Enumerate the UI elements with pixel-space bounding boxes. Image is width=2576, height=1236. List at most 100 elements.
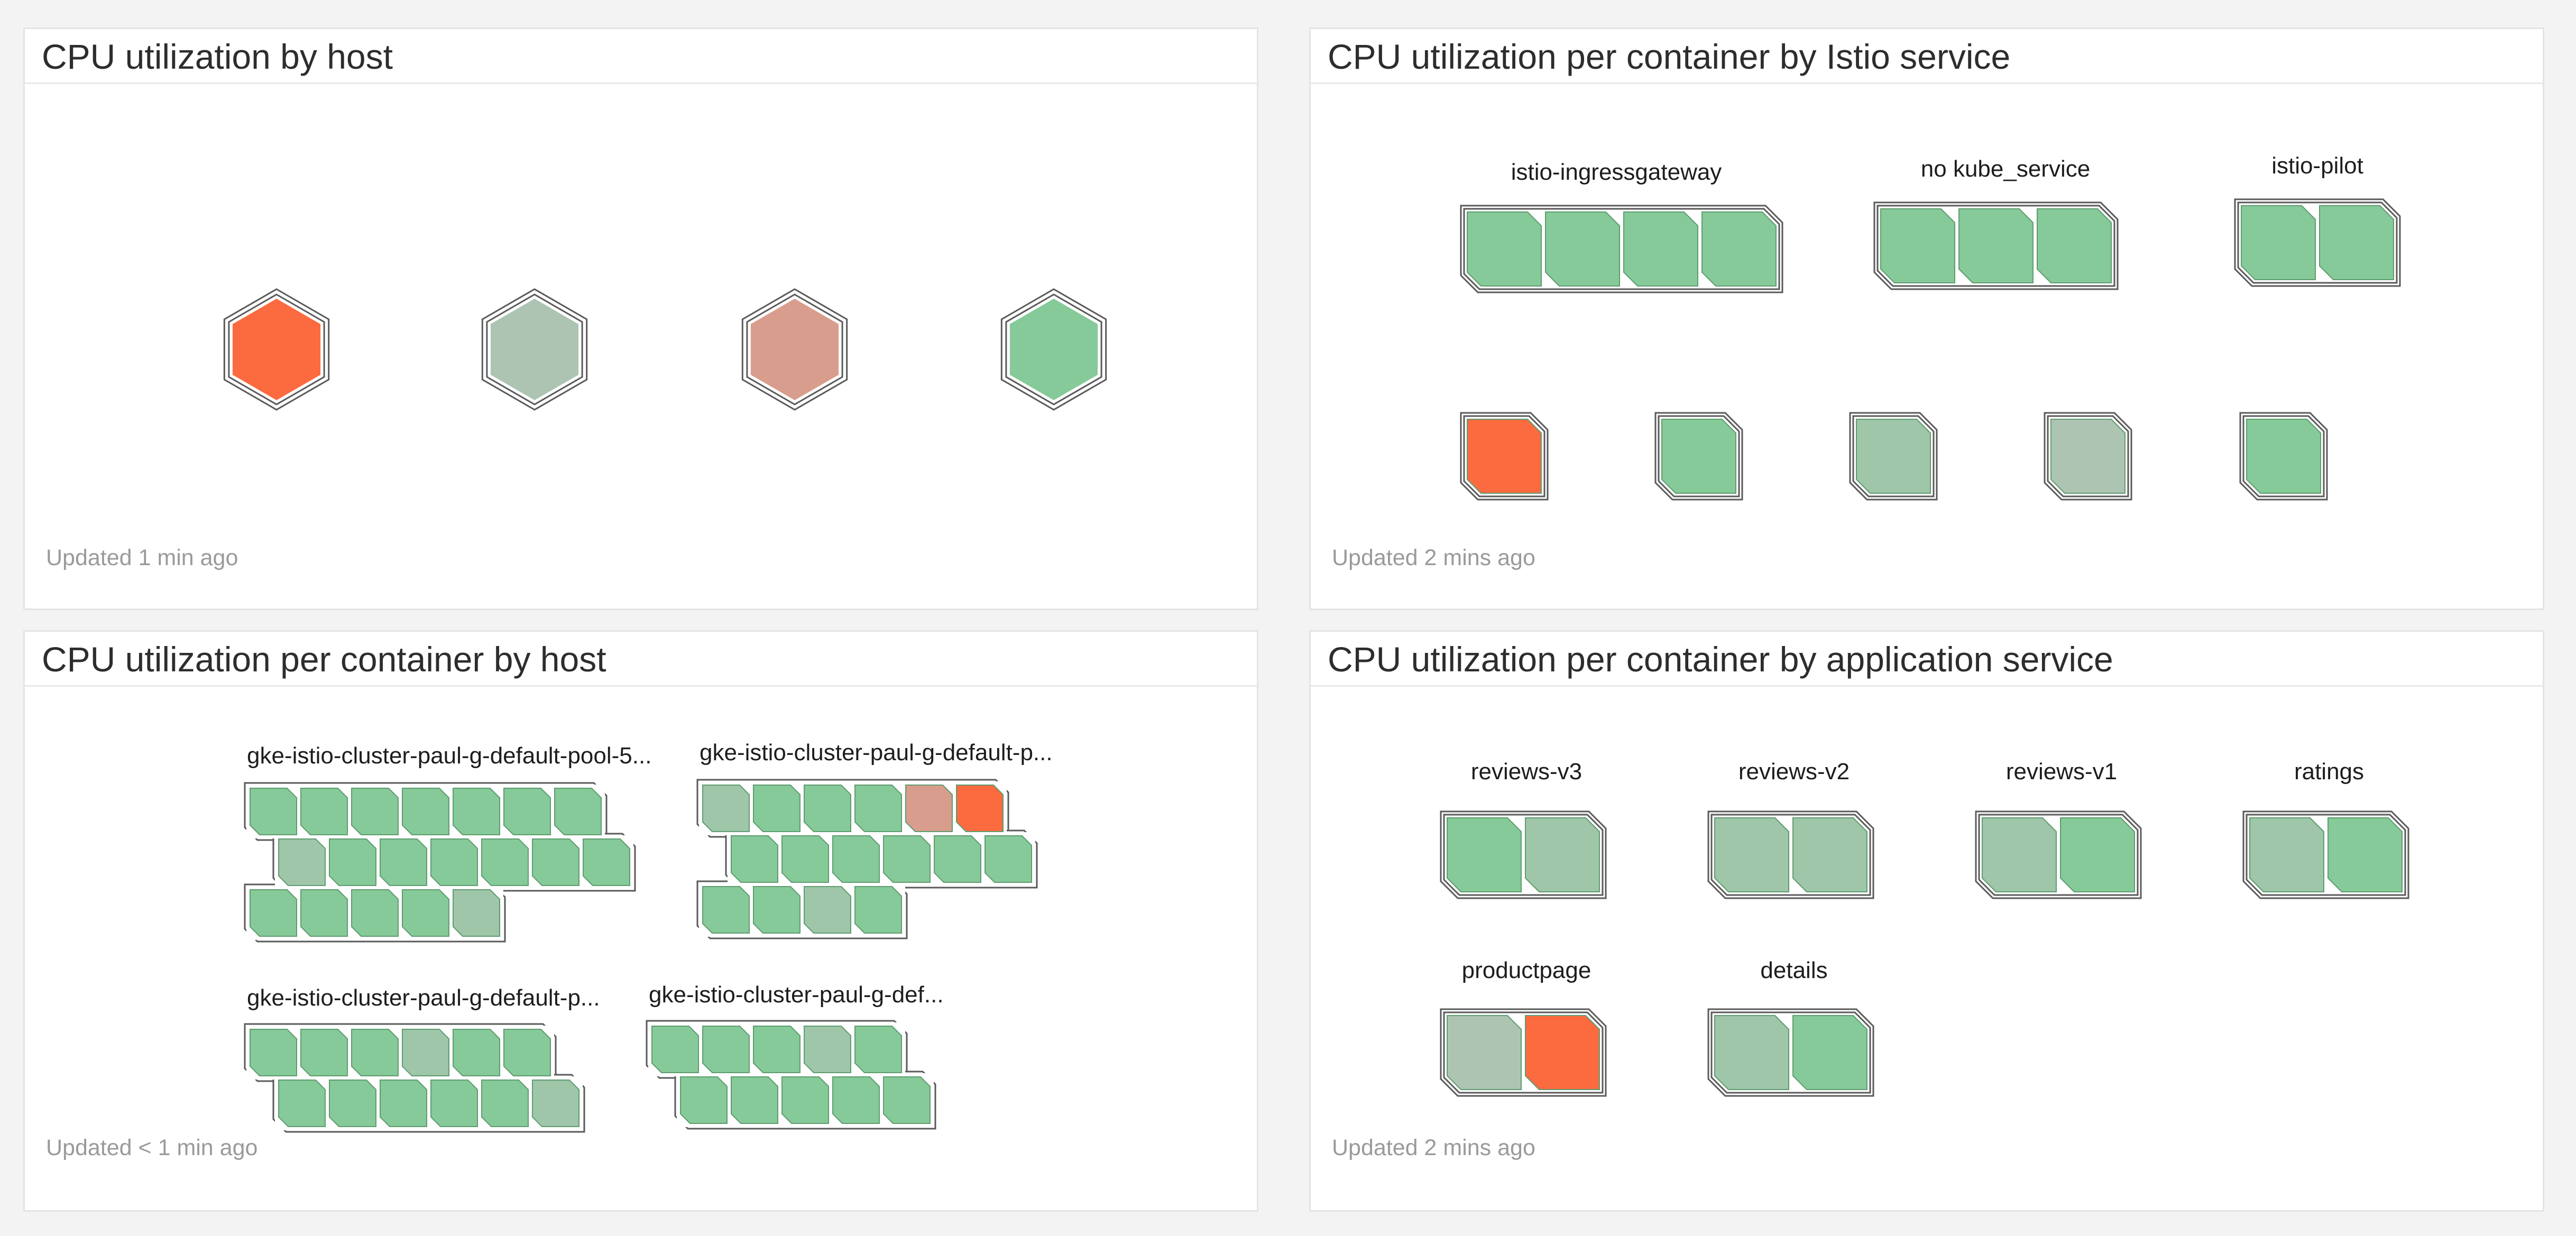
service-group-outline-inner xyxy=(1710,1011,1871,1094)
updated-timestamp: Updated < 1 min ago xyxy=(46,1135,258,1160)
container-cell[interactable] xyxy=(402,1029,449,1076)
container-cell[interactable] xyxy=(731,835,778,883)
container-cell[interactable] xyxy=(1623,211,1698,287)
container-cell[interactable] xyxy=(753,785,801,832)
container-cell[interactable] xyxy=(731,1076,778,1124)
container-cell[interactable] xyxy=(250,788,297,835)
container-cell[interactable] xyxy=(804,886,851,934)
widget-header[interactable]: CPU utilization per container by Istio s… xyxy=(1311,29,2543,84)
container-cell[interactable] xyxy=(1982,817,2057,892)
host-hexagon[interactable] xyxy=(490,299,579,400)
container-cell[interactable] xyxy=(402,788,449,835)
container-cell[interactable] xyxy=(481,838,529,886)
container-cell[interactable] xyxy=(2327,817,2403,892)
container-cell[interactable] xyxy=(329,838,376,886)
container-cell[interactable] xyxy=(883,835,931,883)
host-hexagon[interactable] xyxy=(750,299,839,400)
widget-header[interactable]: CPU utilization per container by host xyxy=(25,632,1257,687)
container-cell[interactable] xyxy=(1467,419,1542,494)
container-cell[interactable] xyxy=(300,889,348,937)
widget-title: CPU utilization per container by Istio s… xyxy=(1328,37,2011,76)
container-cell[interactable] xyxy=(329,1080,376,1127)
container-cell[interactable] xyxy=(854,1026,902,1073)
container-cell[interactable] xyxy=(250,889,297,937)
container-cell[interactable] xyxy=(402,889,449,937)
container-cell[interactable] xyxy=(351,788,399,835)
container-cell[interactable] xyxy=(1447,817,1522,892)
container-cell[interactable] xyxy=(503,1029,551,1076)
container-cell[interactable] xyxy=(2241,205,2316,280)
container-cell[interactable] xyxy=(883,1076,931,1124)
container-cell[interactable] xyxy=(934,835,981,883)
container-cell[interactable] xyxy=(804,785,851,832)
container-cell[interactable] xyxy=(956,785,1004,832)
container-cell[interactable] xyxy=(753,1026,801,1073)
container-cell[interactable] xyxy=(554,788,602,835)
container-cell[interactable] xyxy=(1701,211,1777,287)
service-group-outline-inner xyxy=(1710,814,1871,896)
container-cell[interactable] xyxy=(1525,1015,1600,1090)
host-hexagon-map xyxy=(223,288,1107,411)
container-cell[interactable] xyxy=(1525,817,1600,892)
group-label-reviews-v2: reviews-v2 xyxy=(1738,759,1850,785)
container-cell[interactable] xyxy=(1792,817,1867,892)
container-cell[interactable] xyxy=(1447,1015,1522,1090)
container-cell[interactable] xyxy=(680,1076,728,1124)
container-cell[interactable] xyxy=(804,1026,851,1073)
container-cell[interactable] xyxy=(1467,211,1542,287)
container-cell[interactable] xyxy=(2060,817,2135,892)
container-cell[interactable] xyxy=(702,1026,750,1073)
service-group-outline-inner xyxy=(1876,205,2115,287)
container-cell[interactable] xyxy=(1880,208,1955,283)
container-cell[interactable] xyxy=(278,1080,326,1127)
container-cell[interactable] xyxy=(1958,208,2034,283)
container-cell[interactable] xyxy=(380,1080,427,1127)
container-cell[interactable] xyxy=(380,838,427,886)
container-cell[interactable] xyxy=(2319,205,2394,280)
container-cell[interactable] xyxy=(854,785,902,832)
container-cell[interactable] xyxy=(351,889,399,937)
container-cell[interactable] xyxy=(532,838,579,886)
container-cell[interactable] xyxy=(503,788,551,835)
container-cell[interactable] xyxy=(702,886,750,934)
container-cell[interactable] xyxy=(2037,208,2112,283)
container-cell[interactable] xyxy=(651,1026,699,1073)
container-cell[interactable] xyxy=(781,1076,829,1124)
container-cell[interactable] xyxy=(300,1029,348,1076)
container-cell[interactable] xyxy=(583,838,630,886)
container-cell[interactable] xyxy=(453,788,500,835)
container-cell[interactable] xyxy=(278,838,326,886)
container-cell[interactable] xyxy=(453,889,500,937)
container-cell[interactable] xyxy=(1714,817,1789,892)
container-cell[interactable] xyxy=(985,835,1032,883)
container-cell[interactable] xyxy=(854,886,902,934)
container-cell[interactable] xyxy=(430,1080,478,1127)
container-cell[interactable] xyxy=(1545,211,1620,287)
container-cell[interactable] xyxy=(453,1029,500,1076)
container-cell[interactable] xyxy=(905,785,953,832)
container-cell[interactable] xyxy=(781,835,829,883)
container-cell[interactable] xyxy=(753,886,801,934)
container-cell[interactable] xyxy=(250,1029,297,1076)
host-hexagon[interactable] xyxy=(232,299,321,400)
container-cell[interactable] xyxy=(702,785,750,832)
container-cell[interactable] xyxy=(532,1080,579,1127)
widget-header[interactable]: CPU utilization per container by applica… xyxy=(1311,632,2543,687)
container-cell[interactable] xyxy=(2050,419,2126,494)
container-cell[interactable] xyxy=(1856,419,1931,494)
istio-container-map xyxy=(1460,198,2401,501)
updated-timestamp: Updated 2 mins ago xyxy=(1332,1135,1535,1160)
host-hexagon[interactable] xyxy=(1009,299,1098,400)
container-cell[interactable] xyxy=(1714,1015,1789,1090)
container-cell[interactable] xyxy=(481,1080,529,1127)
container-cell[interactable] xyxy=(2246,419,2321,494)
container-cell[interactable] xyxy=(2249,817,2324,892)
container-cell[interactable] xyxy=(1661,419,1736,494)
container-cell[interactable] xyxy=(351,1029,399,1076)
widget-header[interactable]: CPU utilization by host xyxy=(25,29,1257,84)
container-cell[interactable] xyxy=(832,1076,880,1124)
container-cell[interactable] xyxy=(1792,1015,1867,1090)
container-cell[interactable] xyxy=(832,835,880,883)
container-cell[interactable] xyxy=(430,838,478,886)
container-cell[interactable] xyxy=(300,788,348,835)
